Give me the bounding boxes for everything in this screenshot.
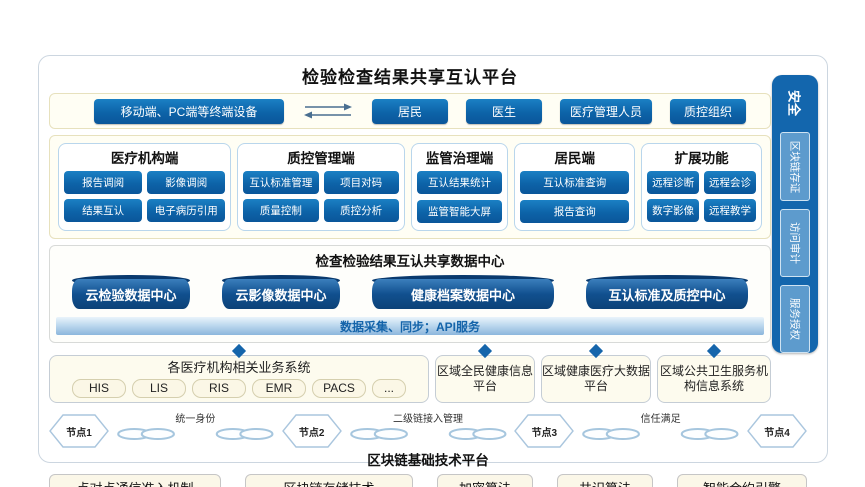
card-qc-management: 质控管理端 互认标准管理 项目对码 质量控制 质控分析 <box>237 143 405 231</box>
api-service-bar: 数据采集、同步；API服务 <box>56 317 764 335</box>
security-item-blockchain-attestation: 区块链存证 <box>780 132 810 201</box>
system-pill: HIS <box>72 379 126 399</box>
card-extended-functions: 扩展功能 远程诊断 远程会诊 数字影像 远程教学 <box>641 143 762 231</box>
function-box: 互认标准查询 <box>520 171 630 194</box>
diamond-connector <box>231 343 247 359</box>
security-item-access-audit: 访问审计 <box>780 208 810 277</box>
chain-segment: 统一身份 <box>109 411 282 451</box>
chain-label: 信任满足 <box>640 414 681 425</box>
function-box: 报告调阅 <box>64 171 143 194</box>
access-layer: 移动端、PC端等终端设备 居民 医生 医疗管理人员 质控组织 <box>49 93 771 129</box>
security-sidebar: 安全 区块链存证 访问审计 服务授权 <box>772 75 818 353</box>
tech-box: 智能合约引擎 <box>677 474 807 487</box>
card-resident: 居民端 互认标准查询 报告查询 <box>514 143 636 231</box>
card-supervision: 监管治理端 互认结果统计 监管智能大屏 <box>410 143 509 231</box>
tech-box: 共识算法 <box>557 474 653 487</box>
chain-segment: 二级链接入管理 <box>342 411 515 451</box>
diamond-connector <box>477 343 493 359</box>
card-title: 居民端 <box>554 151 595 166</box>
client-layer: 医疗机构端 报告调阅 影像调阅 结果互认 电子病历引用 质控管理端 互认标准管理… <box>49 135 771 239</box>
card-medical-institution: 医疗机构端 报告调阅 影像调阅 结果互认 电子病历引用 <box>58 143 232 231</box>
node-hexagon: 节点2 <box>281 414 342 448</box>
system-pill: LIS <box>132 379 186 399</box>
function-box: 质控分析 <box>323 199 399 222</box>
database-cylinder: 云影像数据中心 <box>222 275 340 309</box>
chain-label: 二级链接入管理 <box>393 414 463 425</box>
security-item-service-authorization: 服务授权 <box>780 284 810 353</box>
data-center-layer: 检查检验结果互认共享数据中心 云检验数据中心 云影像数据中心 健康档案数据中心 … <box>49 245 771 343</box>
function-box: 报告查询 <box>520 200 630 223</box>
diamond-connector <box>706 343 722 359</box>
database-cylinder: 云检验数据中心 <box>72 275 190 309</box>
chain-link-icon <box>117 428 274 440</box>
card-title: 监管治理端 <box>425 151 494 166</box>
function-box: 互认标准管理 <box>243 171 319 194</box>
security-title: 安全 <box>786 89 802 116</box>
database-cylinder: 互认标准及质控中心 <box>586 275 748 309</box>
platform-box: 区域全民健康信息平台 <box>435 343 535 403</box>
system-pill-more: ... <box>372 379 406 399</box>
data-center-title: 检查检验结果互认共享数据中心 <box>315 254 505 269</box>
card-title: 扩展功能 <box>674 151 729 166</box>
system-pill: RIS <box>192 379 246 399</box>
system-pill: EMR <box>252 379 306 399</box>
function-box: 数字影像 <box>647 199 700 222</box>
card-title: 质控管理端 <box>287 151 355 166</box>
node-hexagon: 节点4 <box>747 414 807 448</box>
role-box-qc-org: 质控组织 <box>669 98 746 124</box>
function-box: 影像调阅 <box>147 171 226 194</box>
function-box: 项目对码 <box>323 171 399 194</box>
hospital-systems-box: 各医疗机构相关业务系统 HIS LIS RIS EMR PACS ... <box>49 343 429 403</box>
hospital-systems-title: 各医疗机构相关业务系统 <box>167 359 311 375</box>
diamond-connector <box>588 343 604 359</box>
platform-box: 区域公共卫生服务机构信息系统 <box>657 343 771 403</box>
function-box: 结果互认 <box>64 199 143 222</box>
tech-box: 区块链存储技术 <box>245 474 413 487</box>
exchange-arrows-icon <box>304 103 352 119</box>
node-hexagon: 节点1 <box>49 414 109 448</box>
chain-link-icon <box>349 428 507 440</box>
function-box: 互认结果统计 <box>416 171 503 194</box>
chain-label: 统一身份 <box>175 414 216 425</box>
chain-segment: 信任满足 <box>574 411 747 451</box>
function-box: 监管智能大屏 <box>416 200 503 223</box>
function-box: 电子病历引用 <box>147 199 226 222</box>
terminal-device-box: 移动端、PC端等终端设备 <box>94 98 284 124</box>
blockchain-node-row: 节点1 统一身份 节点2 二级链接入管理 <box>49 411 807 451</box>
tech-box: 点对点通信准入机制 <box>49 474 221 487</box>
blockchain-platform-title: 区块链基础技术平台 <box>367 453 489 468</box>
diagram-panel: 检验检查结果共享互认平台 移动端、PC端等终端设备 居民 医生 医疗管理人员 质… <box>38 55 828 487</box>
database-cylinder: 健康档案数据中心 <box>372 275 554 309</box>
platform-box: 区域健康医疗大数据平台 <box>541 343 651 403</box>
platform-title: 检验检查结果共享互认平台 <box>302 68 518 87</box>
card-title: 医疗机构端 <box>110 151 179 166</box>
function-box: 远程诊断 <box>647 171 700 194</box>
node-hexagon: 节点3 <box>514 414 575 448</box>
role-box-doctor: 医生 <box>465 98 542 124</box>
chain-link-icon <box>582 428 739 440</box>
function-box: 远程会诊 <box>704 171 756 194</box>
role-box-resident: 居民 <box>372 98 448 124</box>
source-systems-layer: 各医疗机构相关业务系统 HIS LIS RIS EMR PACS ... 区域全… <box>49 343 771 403</box>
system-pill: PACS <box>312 379 366 399</box>
role-box-admin: 医疗管理人员 <box>559 98 652 124</box>
tech-box: 加密算法 <box>437 474 533 487</box>
function-box: 质量控制 <box>243 199 319 222</box>
blockchain-component-row: 点对点通信准入机制 区块链存储技术 加密算法 共识算法 智能合约引擎 <box>49 474 807 487</box>
function-box: 远程教学 <box>704 199 756 222</box>
